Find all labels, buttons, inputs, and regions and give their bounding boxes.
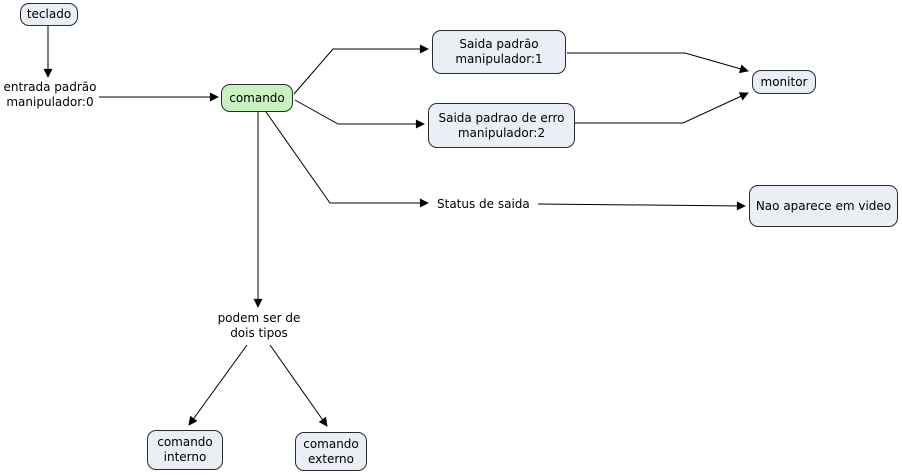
connector-comando-to-saida-padrao — [293, 44, 429, 95]
connector-saida-erro-to-monitor — [575, 92, 749, 124]
node-nao-aparece-em-video[interactable]: Nao aparece em video — [749, 185, 898, 227]
node-saida-erro[interactable]: Saida padrao de erro manipulador:2 — [428, 103, 575, 148]
connector-podem-to-externo — [269, 344, 328, 427]
node-monitor[interactable]: monitor — [752, 70, 816, 94]
node-saida-padrao[interactable]: Saida padrão manipulador:1 — [432, 30, 566, 74]
node-comando-interno[interactable]: comando interno — [147, 430, 223, 470]
link-label-status-de-saida[interactable]: Status de saida — [437, 197, 530, 211]
connector-status-to-nao-aparece — [537, 201, 746, 211]
link-label-podem-ser-de-dois-tipos[interactable]: podem ser de dois tipos — [217, 311, 301, 340]
link-label-entrada-padrao[interactable]: entrada padrão manipulador:0 — [3, 80, 97, 109]
connector-comando-to-saida-erro — [294, 99, 425, 129]
node-comando-externo[interactable]: comando externo — [295, 432, 367, 471]
node-comando[interactable]: comando — [221, 84, 293, 112]
connector-saida-padrao-to-monitor — [567, 52, 749, 74]
connector-comando-to-status — [265, 111, 429, 208]
connector-podem-to-interno — [188, 344, 248, 426]
node-teclado[interactable]: teclado — [20, 3, 78, 26]
